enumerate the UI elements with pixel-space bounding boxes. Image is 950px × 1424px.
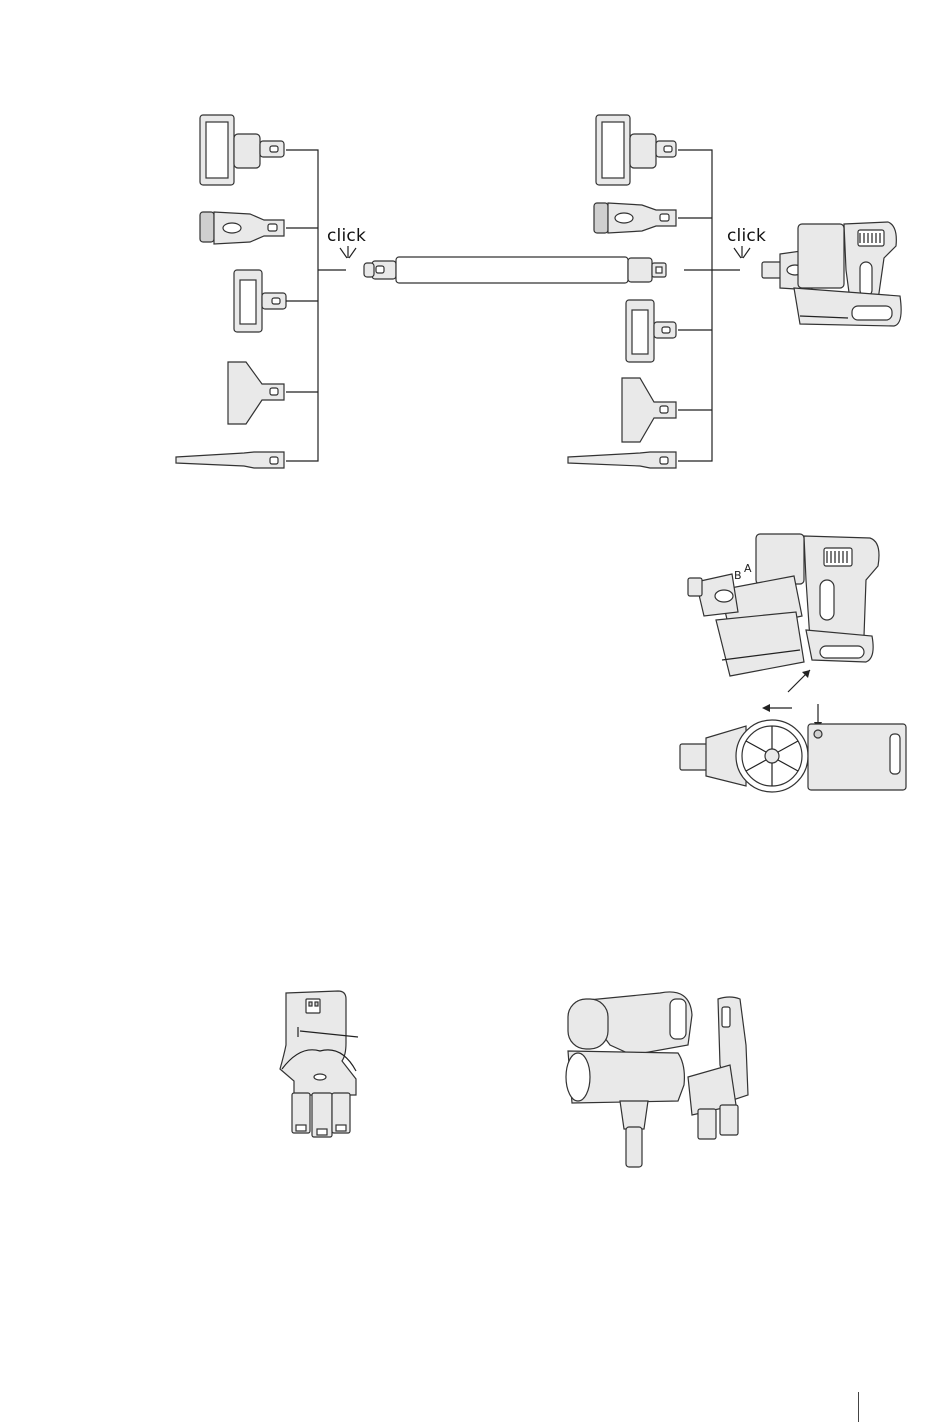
right-crevice-tool [568, 452, 676, 468]
handheld-vacuum-unit [762, 222, 901, 326]
right-mini-brush [626, 300, 676, 362]
bin-release-view [680, 704, 906, 792]
right-dusting-brush [594, 203, 676, 233]
left-dusting-brush [200, 212, 284, 244]
right-wide-nozzle [622, 378, 676, 442]
left-mini-brush [234, 270, 286, 332]
extension-tube [364, 257, 666, 283]
left-motorized-brush [200, 115, 284, 185]
right-motorized-brush [596, 115, 676, 185]
label-b: B [734, 569, 742, 582]
click-label-left: click [327, 226, 366, 246]
label-a: A [744, 562, 752, 575]
accessory-connection-diagram: click click [0, 0, 950, 490]
page-number-divider [858, 1392, 859, 1422]
dust-bin-removal-diagram: A B [660, 520, 920, 800]
left-crevice-tool [176, 452, 284, 468]
mounting-unit-svg [560, 985, 775, 1175]
click-label-right: click [727, 226, 766, 246]
left-connector-bracket [286, 150, 346, 461]
left-click-marks [340, 246, 356, 258]
right-click-marks [734, 246, 750, 258]
unit-with-bin-tilted [688, 534, 879, 692]
wall-mount-svg [270, 985, 380, 1150]
accessory-diagram-svg [0, 0, 950, 490]
left-wide-nozzle [228, 362, 284, 424]
mounting-unit-diagram [560, 985, 775, 1175]
right-connector-bracket [678, 150, 740, 461]
dust-bin-svg [660, 520, 920, 800]
wall-mount-bracket-diagram [270, 985, 380, 1150]
